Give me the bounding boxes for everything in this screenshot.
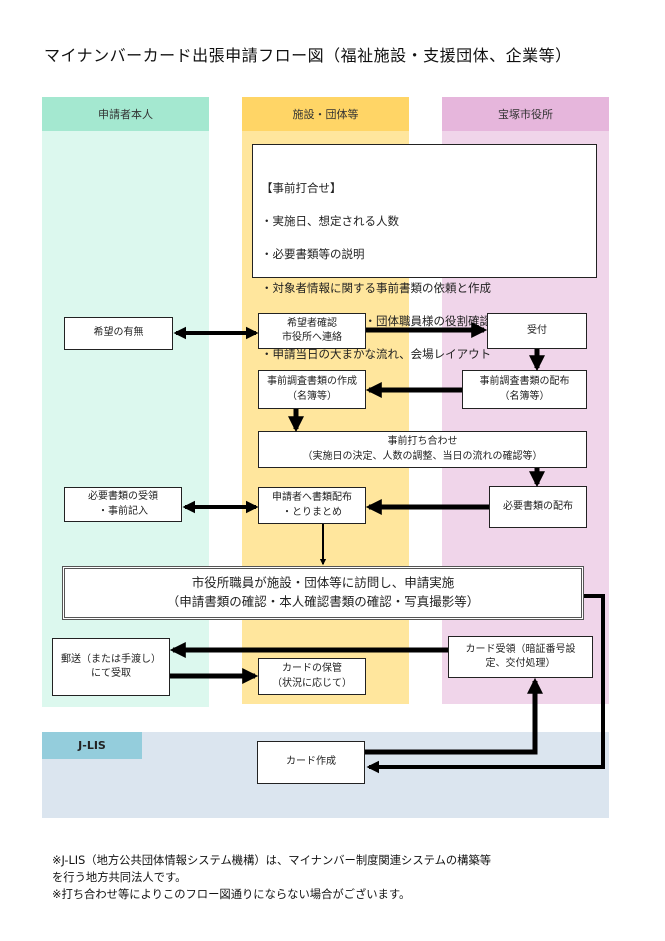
box-yuusou: 郵送（または手渡し） にて受取 <box>52 638 170 696</box>
pre-meeting-heading: 【事前打合せ】 <box>261 180 342 195</box>
pre-meeting-item: ・必要書類等の説明 <box>261 247 365 262</box>
lane-header-applicant: 申請者本人 <box>42 97 209 131</box>
lane-header-jlis: J-LIS <box>42 732 142 759</box>
box-card-juryou: カード受領（暗証番号設 定、交付処理） <box>448 636 593 678</box>
pre-meeting-item: ・実施日、想定される人数 <box>261 214 399 229</box>
box-kibou-umu: 希望の有無 <box>64 317 173 350</box>
lane-header-facility: 施設・団体等 <box>242 97 409 131</box>
lane-header-label: 施設・団体等 <box>292 108 359 121</box>
box-uketsuke: 受付 <box>487 313 587 349</box>
pre-meeting-item: ・申請当日の大まかな流れ、会場レイアウト <box>261 347 492 362</box>
box-hitsuyou-haifu: 必要書類の配布 <box>489 486 587 528</box>
pre-meeting-item: ・対象者情報に関する事前書類の依頼と作成 <box>261 280 491 295</box>
box-hitsuyou-juryou: 必要書類の受領 ・事前記入 <box>64 487 182 522</box>
box-shinseisha-haifu: 申請者へ書類配布 ・とりまとめ <box>258 487 366 524</box>
footnote-line: ※打ち合わせ等によりこのフロー図通りにならない場合がございます。 <box>52 887 411 901</box>
box-kibousha-kakunin: 希望者確認 市役所へ連絡 <box>258 313 366 349</box>
footnotes: ※J-LIS（地方公共団体情報システム機構）は、マイナンバー制度関連システムの構… <box>52 853 491 904</box>
box-jizen-uchiawase: 事前打ち合わせ （実施日の決定、人数の調整、当日の流れの確認等） <box>258 431 587 468</box>
lane-header-city-office: 宝塚市役所 <box>442 97 609 131</box>
lane-header-label: 申請者本人 <box>98 108 153 121</box>
footnote-line: を行う地方共同法人です。 <box>52 870 187 884</box>
box-jizen-haifu: 事前調査書類の配布 （名簿等） <box>462 370 587 409</box>
lane-header-label: J-LIS <box>78 739 106 752</box>
footnote-line: ※J-LIS（地方公共団体情報システム機構）は、マイナンバー制度関連システムの構… <box>52 854 492 867</box>
page-title: マイナンバーカード出張申請フロー図（福祉施設・支援団体、企業等） <box>44 46 572 65</box>
lane-header-label: 宝塚市役所 <box>498 108 553 121</box>
box-card-sakusei: カード作成 <box>257 741 365 784</box>
box-jizen-sakusei: 事前調査書類の作成 （名簿等） <box>258 370 366 409</box>
pre-meeting-box: 【事前打合せ】 ・実施日、想定される人数 ・必要書類等の説明 ・対象者情報に関す… <box>252 144 597 361</box>
box-card-hokan: カードの保管 （状況に応じて） <box>258 658 366 695</box>
box-houmon: 市役所職員が施設・団体等に訪問し、申請実施 （申請書類の確認・本人確認書類の確認… <box>62 566 584 620</box>
